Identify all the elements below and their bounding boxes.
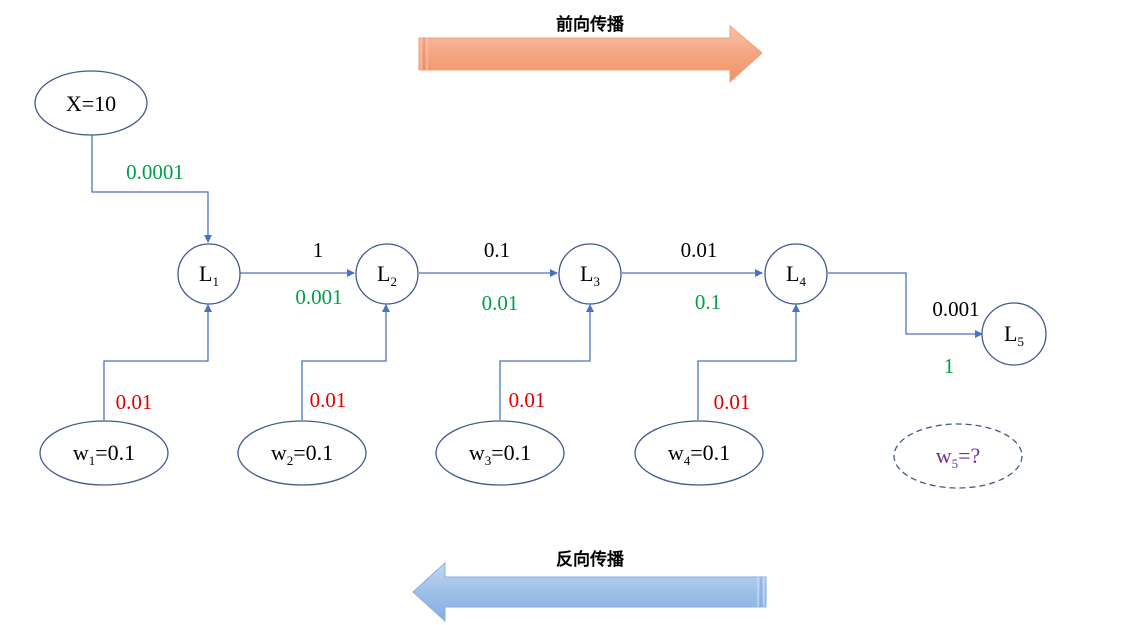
value-l4-l5-green: 1 — [944, 354, 955, 378]
node-l3-label: L3 — [580, 261, 600, 289]
node-w2: w2=0.1 — [237, 420, 367, 486]
edge-w4-to-l4 — [697, 304, 800, 420]
backward-propagation-label: 反向传播 — [556, 549, 625, 570]
value-w1-red: 0.01 — [116, 390, 153, 414]
forward-propagation-arrow: 前向传播 — [418, 14, 763, 84]
node-l4-label: L4 — [786, 261, 806, 289]
node-w4: w4=0.1 — [634, 420, 764, 486]
node-l5: L5 — [981, 302, 1047, 366]
node-l5-label: L5 — [1004, 321, 1024, 349]
value-l1-l2-black: 1 — [313, 238, 324, 262]
node-w5-label: w5=? — [936, 443, 981, 471]
edge-w1-to-l1 — [103, 304, 212, 420]
value-l3-l4-green: 0.1 — [695, 290, 721, 314]
node-l3: L3 — [558, 243, 622, 305]
edge-values: 0.0001 1 0.001 0.1 0.01 0.01 0.1 0.001 1… — [116, 160, 980, 414]
node-l2-label: L2 — [377, 261, 397, 289]
node-l2: L2 — [355, 243, 419, 305]
value-l2-l3-green: 0.01 — [482, 291, 519, 315]
node-w2-label: w2=0.1 — [271, 440, 333, 468]
value-l4-l5-black: 0.001 — [932, 297, 979, 321]
edges — [91, 135, 983, 420]
edge-x-to-l1 — [91, 135, 212, 243]
node-w1: w1=0.1 — [39, 420, 169, 486]
node-w3-label: w3=0.1 — [469, 440, 531, 468]
node-x-label: X=10 — [66, 91, 116, 116]
value-w2-red: 0.01 — [310, 388, 347, 412]
node-x: X=10 — [34, 70, 148, 136]
edge-w3-to-l3 — [499, 304, 594, 420]
value-l2-l3-black: 0.1 — [484, 238, 510, 262]
node-w1-label: w1=0.1 — [73, 440, 135, 468]
value-l1-l2-green: 0.001 — [295, 285, 342, 309]
value-w3-red: 0.01 — [509, 388, 546, 412]
forward-propagation-label: 前向传播 — [556, 14, 625, 35]
node-w4-label: w4=0.1 — [668, 440, 730, 468]
value-w4-red: 0.01 — [714, 390, 751, 414]
value-l3-l4-black: 0.01 — [681, 238, 718, 262]
edge-l4-to-l5 — [828, 272, 983, 338]
node-w3: w3=0.1 — [435, 420, 565, 486]
node-l4: L4 — [764, 243, 828, 305]
node-w5: w5=? — [893, 423, 1023, 489]
value-x-l1-green: 0.0001 — [126, 160, 184, 184]
node-l1-label: L1 — [199, 261, 219, 289]
backward-propagation-arrow: 反向传播 — [412, 549, 767, 623]
edge-w2-to-l2 — [301, 304, 390, 420]
node-l1: L1 — [177, 243, 241, 305]
